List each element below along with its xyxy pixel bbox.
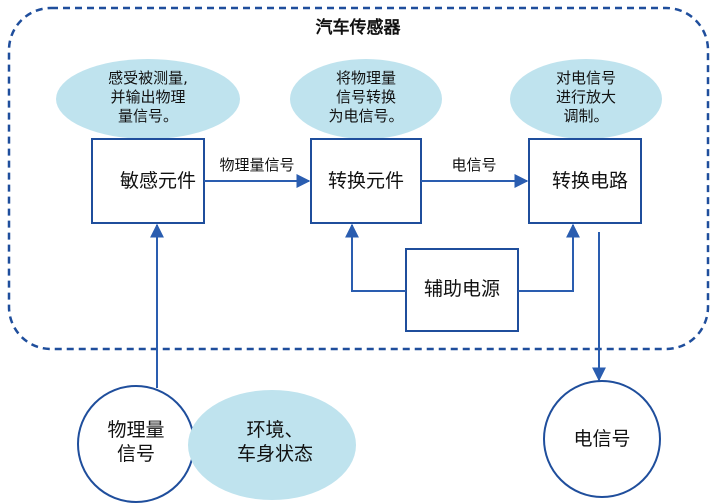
output-signal-label: 电信号 <box>573 428 631 450</box>
input-signal-label: 物理量 信号 <box>107 419 165 465</box>
conversion-element-label: 转换元件 <box>327 170 404 192</box>
electric-signal-edge-label: 电信号 <box>451 156 497 174</box>
diagram-title: 汽车传感器 <box>315 18 401 38</box>
aux-power-label: 辅助电源 <box>423 278 500 300</box>
environment-bubble-text: 环境、 车身状态 <box>236 419 313 465</box>
sensing-bubble <box>56 59 240 139</box>
arrow-power-to-conversion <box>345 223 406 292</box>
conversion-circuit-box <box>528 138 642 224</box>
circuit-bubble <box>510 59 662 139</box>
sensing-bubble-text: 感受被测量, 并输出物理 量信号。 <box>108 69 188 125</box>
conversion-bubble-text: 将物理量 信号转换 为电信号。 <box>328 69 404 125</box>
environment-bubble <box>188 390 356 500</box>
circuit-bubble-text: 对电信号 进行放大 调制。 <box>555 69 616 125</box>
output-signal-circle <box>543 380 661 498</box>
sensing-element-label: 敏感元件 <box>119 170 196 192</box>
sensor-boundary <box>7 6 710 351</box>
conversion-circuit-label: 转换电路 <box>551 170 628 192</box>
arrow-power-to-circuit <box>518 223 580 292</box>
physical-signal-edge-label: 物理量信号 <box>219 156 295 174</box>
sensing-element-box <box>91 138 205 224</box>
aux-power-box <box>405 248 519 332</box>
conversion-bubble <box>290 59 442 139</box>
